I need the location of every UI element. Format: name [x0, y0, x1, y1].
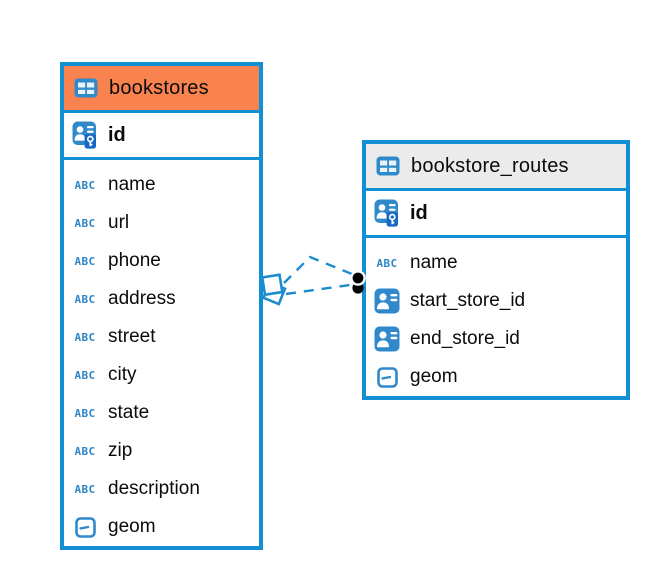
table-bookstores-columns: ABC name ABC url ABC phone ABC address A…	[64, 160, 259, 546]
column-name: street	[108, 326, 156, 347]
primary-key-name: id	[410, 201, 428, 224]
column-row[interactable]: end_store_id	[366, 320, 626, 358]
column-name: name	[410, 252, 458, 273]
column-row[interactable]: geom	[366, 358, 626, 396]
text-type-icon: ABC	[74, 406, 96, 420]
column-name: description	[108, 478, 200, 499]
table-bookstore-routes[interactable]: bookstore_routes id ABC	[362, 140, 630, 400]
column-name: geom	[108, 516, 156, 537]
column-row[interactable]: ABC name	[366, 244, 626, 282]
column-name: address	[108, 288, 176, 309]
table-bookstores[interactable]: bookstores id ABC	[60, 62, 263, 550]
text-type-icon: ABC	[74, 368, 96, 382]
table-title: bookstore_routes	[411, 154, 569, 177]
column-name: name	[108, 174, 156, 195]
geometry-type-icon	[71, 516, 99, 538]
column-row[interactable]: ABC street	[64, 318, 259, 356]
text-type-icon: ABC	[74, 444, 96, 458]
text-type-icon: ABC	[74, 330, 96, 344]
geometry-type-icon	[373, 366, 401, 388]
column-name: url	[108, 212, 130, 233]
text-type-icon: ABC	[74, 292, 96, 306]
column-row[interactable]: ABC name	[64, 166, 259, 204]
column-name: city	[108, 364, 137, 385]
table-title: bookstores	[109, 76, 209, 99]
primary-key-icon	[373, 199, 401, 227]
text-type-icon: ABC	[74, 216, 96, 230]
primary-key-icon	[71, 121, 99, 149]
text-type-icon: ABC	[74, 178, 96, 192]
table-icon	[72, 78, 100, 98]
many-end-marker	[260, 273, 287, 306]
text-type-icon: ABC	[376, 256, 398, 270]
column-name: geom	[410, 366, 458, 387]
table-icon	[374, 156, 402, 176]
column-row[interactable]: ABC state	[64, 394, 259, 432]
column-row[interactable]: ABC address	[64, 280, 259, 318]
column-name: end_store_id	[410, 328, 520, 349]
foreign-key-user-icon	[373, 326, 401, 352]
foreign-key-user-icon	[373, 288, 401, 314]
relationship-line-upper[interactable]	[283, 255, 353, 284]
table-bookstore-routes-header[interactable]: bookstore_routes	[366, 144, 626, 191]
column-row[interactable]: ABC zip	[64, 432, 259, 470]
column-row[interactable]: ABC phone	[64, 242, 259, 280]
text-type-icon: ABC	[74, 482, 96, 496]
column-row[interactable]: ABC city	[64, 356, 259, 394]
table-bookstores-header[interactable]: bookstores	[64, 66, 259, 113]
column-row[interactable]: ABC url	[64, 204, 259, 242]
column-row[interactable]: geom	[64, 508, 259, 546]
table-bookstore-routes-columns: ABC name start_store_id	[366, 238, 626, 396]
column-name: zip	[108, 440, 133, 461]
column-name: state	[108, 402, 150, 423]
column-row-primary-key[interactable]: id	[366, 191, 626, 238]
text-type-icon: ABC	[74, 254, 96, 268]
column-row[interactable]: start_store_id	[366, 282, 626, 320]
primary-key-name: id	[108, 123, 126, 146]
column-row[interactable]: ABC description	[64, 470, 259, 508]
column-row-primary-key[interactable]: id	[64, 113, 259, 160]
column-name: phone	[108, 250, 161, 271]
column-name: start_store_id	[410, 290, 526, 311]
relationship-line-lower[interactable]	[285, 283, 351, 296]
